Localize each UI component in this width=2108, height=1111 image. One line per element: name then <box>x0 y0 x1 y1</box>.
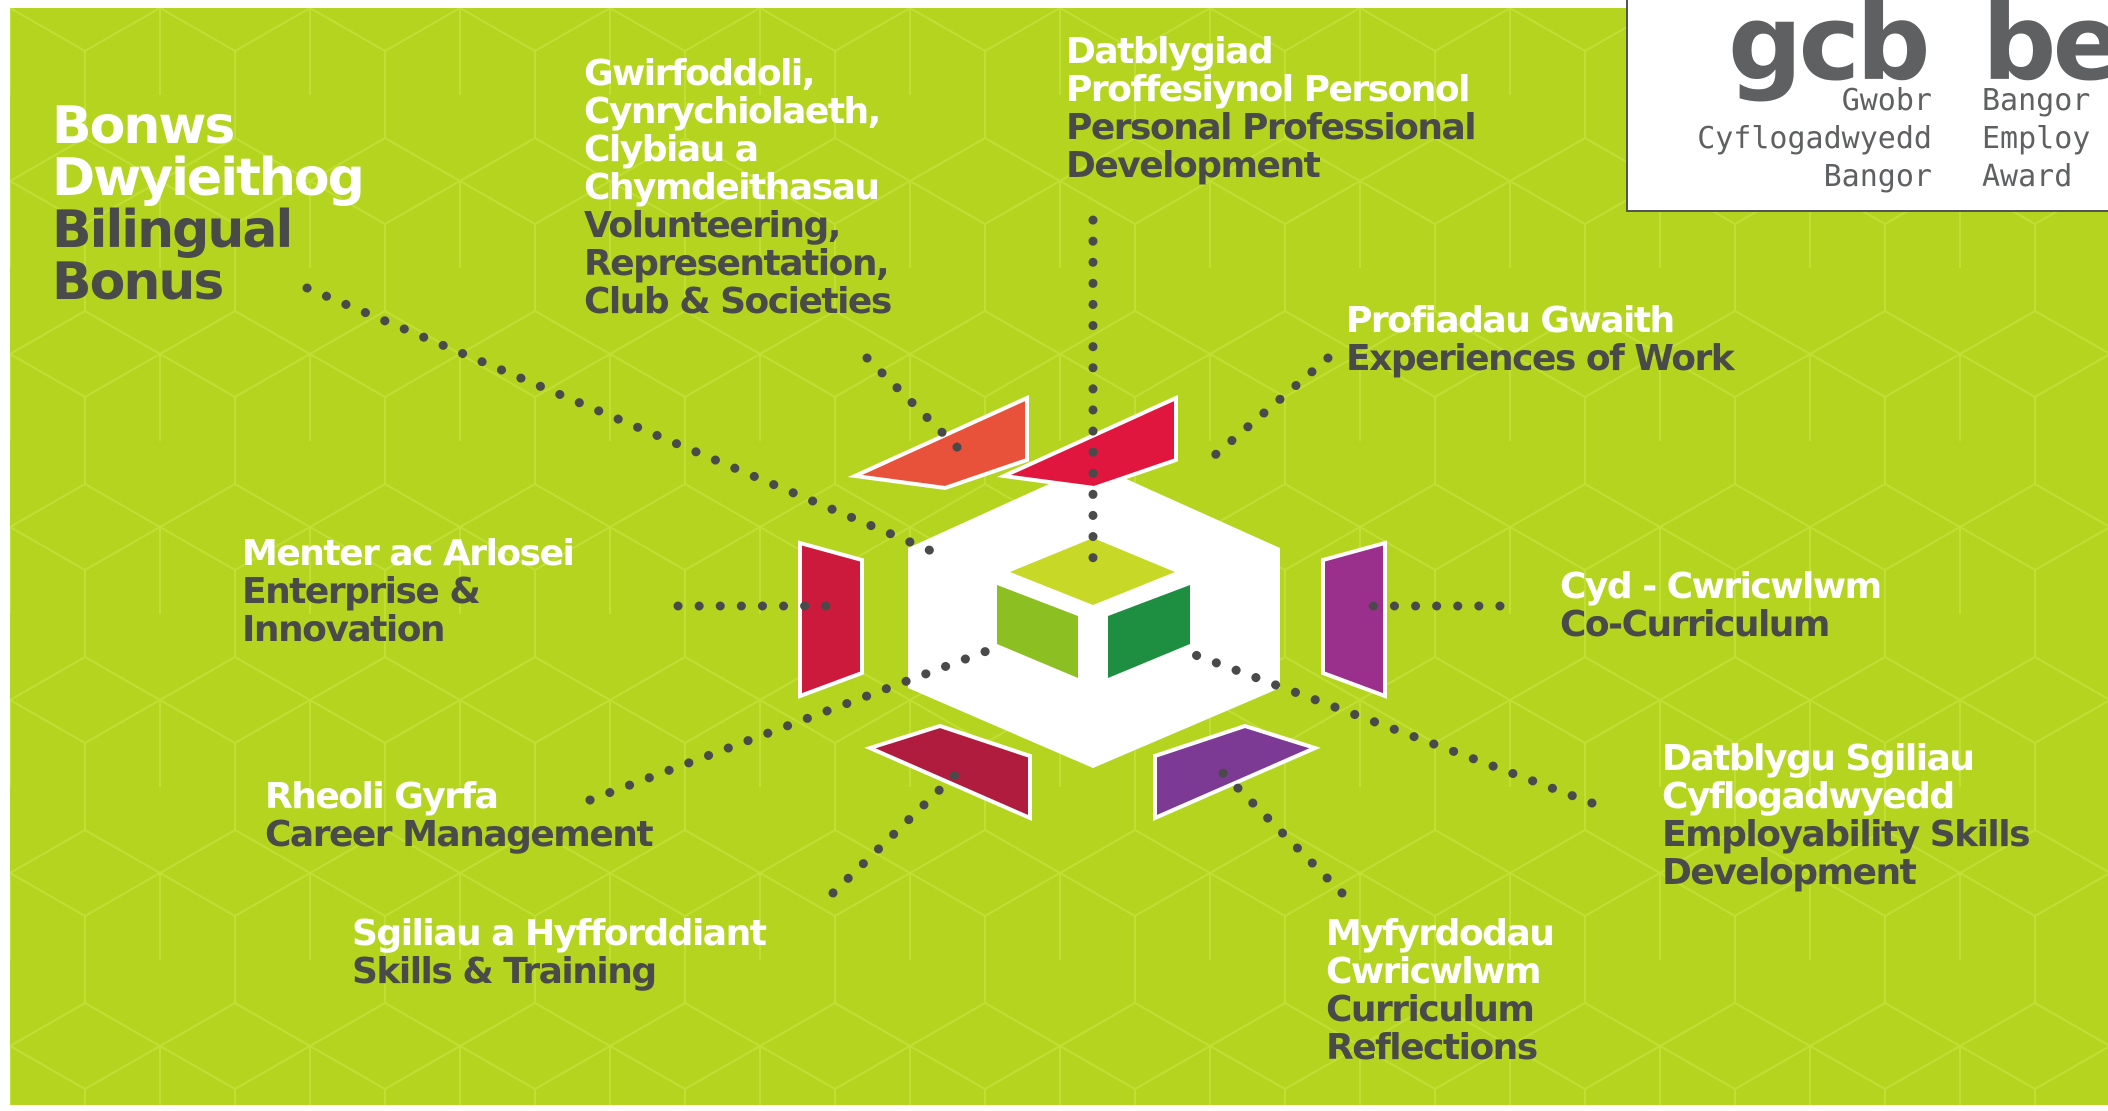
center-hexagon <box>908 464 1280 768</box>
label-co-curriculum: Cyd - Cwricwlwm Co-Curriculum <box>1560 566 1882 645</box>
cube-right-face <box>1108 585 1190 678</box>
label-personal-professional-development: Datblygiad Proffesiynol Personol Persona… <box>1066 31 1477 186</box>
bilingual-cy-2: Dwyieithog <box>52 148 365 208</box>
skills-en-1: Skills & Training <box>352 951 657 992</box>
employability-en-2: Development <box>1662 852 1917 893</box>
work-en-1: Experiences of Work <box>1346 338 1735 379</box>
employability-en-1: Employability Skills <box>1662 814 2031 855</box>
logo-welsh-name: Gwobr Cyflogadwyedd Bangor <box>1697 82 1932 196</box>
reflections-cy-1: Myfyrdodau <box>1326 913 1555 954</box>
bilingual-en-1: Bilingual <box>52 200 293 260</box>
employability-cy-1: Datblygu Sgiliau <box>1662 738 1975 779</box>
volunteering-en-2: Representation, <box>584 243 890 284</box>
logo-welsh-line-3: Bangor <box>1823 159 1932 194</box>
logo-english-line-1: Bangor <box>1982 83 2091 118</box>
cube-top-face <box>1010 538 1175 605</box>
ppd-cy-2: Proffesiynol Personol <box>1066 69 1471 110</box>
logo-welsh-line-2: Cyflogadwyedd <box>1697 121 1932 156</box>
volunteering-cy-3: Clybiau a <box>584 129 759 170</box>
label-experiences-of-work: Profiadau Gwaith Experiences of Work <box>1346 300 1735 379</box>
segment-top-right <box>996 394 1178 491</box>
label-curriculum-reflections: Myfyrdodau Cwricwlwm Curriculum Reflecti… <box>1326 913 1555 1068</box>
award-logo: gcb be Gwobr Cyflogadwyedd Bangor Bangor… <box>1626 0 2108 212</box>
bilingual-cy-1: Bonws <box>52 96 235 156</box>
enterprise-en-2: Innovation <box>242 609 446 650</box>
ppd-en-1: Personal Professional <box>1066 107 1477 148</box>
volunteering-en-1: Volunteering, <box>584 205 841 246</box>
ppd-cy-1: Datblygiad <box>1066 31 1274 72</box>
employability-cy-2: Cyflogadwyedd <box>1662 776 1955 817</box>
connector-work <box>1210 353 1333 460</box>
segment-bottom-right <box>1153 723 1321 822</box>
logo-english-abbr: be <box>1982 0 2108 104</box>
connector-employability <box>1185 648 1597 808</box>
logo-english-line-2: Employ <box>1982 121 2091 156</box>
cube-left-face <box>997 585 1078 678</box>
enterprise-en-1: Enterprise & <box>242 571 481 612</box>
volunteering-cy-1: Gwirfoddoli, <box>584 53 815 94</box>
logo-english-line-3: Award <box>1982 159 2073 194</box>
label-enterprise-innovation: Menter ac Arlosei Enterprise & Innovatio… <box>242 533 575 650</box>
label-career-management: Rheoli Gyrfa Career Management <box>265 776 654 855</box>
career-cy-1: Rheoli Gyrfa <box>265 776 499 817</box>
volunteering-en-3: Club & Societies <box>584 281 892 322</box>
reflections-cy-2: Cwricwlwm <box>1326 951 1541 992</box>
enterprise-cy-1: Menter ac Arlosei <box>242 533 575 574</box>
work-cy-1: Profiadau Gwaith <box>1346 300 1675 341</box>
ppd-en-2: Development <box>1066 145 1321 186</box>
skills-cy-1: Sgiliau a Hyfforddiant <box>352 913 767 954</box>
cocurriculum-cy-1: Cyd - Cwricwlwm <box>1560 566 1882 607</box>
segment-top-left <box>847 394 1029 491</box>
volunteering-cy-2: Cynrychiolaeth, <box>584 91 881 132</box>
label-bilingual-bonus: Bonws Dwyieithog Bilingual Bonus <box>52 96 365 312</box>
reflections-en-2: Reflections <box>1326 1027 1538 1068</box>
bilingual-en-2: Bonus <box>52 252 224 312</box>
career-en-1: Career Management <box>265 814 654 855</box>
connector-lines <box>302 215 1597 898</box>
label-employability-skills: Datblygu Sgiliau Cyflogadwyedd Employabi… <box>1662 738 2031 893</box>
logo-english-name: Bangor Employ Award <box>1982 82 2090 196</box>
reflections-en-1: Curriculum <box>1326 989 1535 1030</box>
connector-skills <box>828 765 965 898</box>
label-volunteering: Gwirfoddoli, Cynrychiolaeth, Clybiau a C… <box>584 53 892 322</box>
connector-volunteering <box>862 353 970 460</box>
segment-right <box>1321 540 1387 699</box>
volunteering-cy-4: Chymdeithasau <box>584 167 880 208</box>
logo-welsh-line-1: Gwobr <box>1841 83 1932 118</box>
label-skills-training: Sgiliau a Hyfforddiant Skills & Training <box>352 913 767 992</box>
cocurriculum-en-1: Co-Curriculum <box>1560 604 1830 645</box>
logo-welsh-abbr: gcb <box>1728 0 1931 104</box>
segment-bottom-left <box>864 723 1032 822</box>
segment-left <box>798 540 864 699</box>
connector-reflections <box>1215 765 1347 898</box>
